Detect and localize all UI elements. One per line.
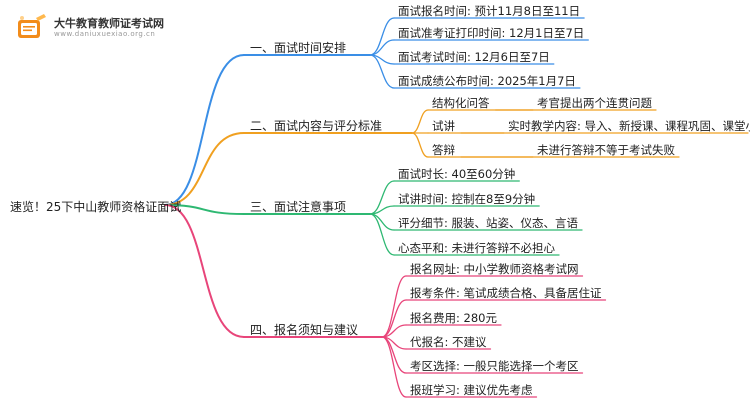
leaf-topic: 报考条件: 笔试成绩合格、具备居住证	[410, 286, 602, 300]
leaf-topic: 报名费用: 280元	[410, 311, 497, 325]
leaf-topic: 面试时长: 40至60分钟	[398, 167, 516, 181]
leaf-topic: 答辩	[432, 143, 455, 157]
brand-name: 大牛教育教师证考试网	[54, 17, 164, 30]
leaf-topic: 试讲时间: 控制在8至9分钟	[398, 192, 536, 206]
branch-to-leaf-curve	[381, 275, 407, 338]
branch-to-leaf-curve	[369, 39, 395, 56]
branch-topic: 三、面试注意事项	[250, 200, 347, 214]
leaf-topic: 报名网址: 中小学教师资格考试网	[410, 262, 579, 276]
root-to-branch-curve	[164, 132, 245, 206]
branch-topic: 一、面试时间安排	[250, 41, 347, 55]
leaf-topic: 代报名: 不建议	[410, 335, 487, 349]
branch-topic: 四、报名须知与建议	[250, 323, 359, 337]
leaf-topic: 面试准考证打印时间: 12月1日至7日	[398, 26, 585, 40]
leaf-topic: 评分细节: 服装、站姿、仪态、言语	[398, 216, 579, 230]
brand-url: www.daniuxuexiao.org.cn	[54, 30, 156, 38]
branch-to-leaf-curve	[369, 213, 395, 256]
branch-to-leaf-curve	[411, 132, 429, 158]
leaf-topic: 心态平和: 未进行答辩不必担心	[398, 241, 556, 255]
leaf-topic: 结构化问答	[432, 96, 490, 110]
leaf-topic: 考区选择: 一般只能选择一个考区	[410, 359, 579, 373]
root-topic: 速览！25下中山教师资格证面试	[10, 200, 182, 214]
branch-to-leaf-curve	[381, 299, 407, 338]
leaf-detail: 实时教学内容: 导入、新授课、课程巩固、课堂小结	[508, 119, 750, 133]
branch-to-leaf-curve	[369, 17, 395, 56]
branch-to-leaf-curve	[369, 54, 395, 89]
book-pencil-icon	[18, 14, 46, 38]
branch-topic: 二、面试内容与评分标准	[250, 119, 383, 133]
brand-logo: 大牛教育教师证考试网 www.daniuxuexiao.org.cn	[14, 12, 164, 44]
leaf-topic: 面试报名时间: 预计11月8日至11日	[398, 4, 581, 18]
leaf-detail: 考官提出两个连贯问题	[537, 96, 652, 110]
leaf-topic: 报班学习: 建议优先考虑	[410, 383, 533, 397]
branch-to-leaf-curve	[411, 109, 429, 134]
root-to-branch-curve	[164, 204, 245, 215]
root-to-branch-curve	[164, 54, 245, 206]
root-to-branch-curve	[164, 204, 245, 338]
leaf-detail: 未进行答辩不等于考试失败	[537, 143, 675, 157]
leaf-topic: 面试成绩公布时间: 2025年1月7日	[398, 74, 576, 88]
leaf-topic: 面试考试时间: 12月6日至7日	[398, 50, 550, 64]
branch-to-leaf-curve	[381, 336, 407, 398]
branch-to-leaf-curve	[369, 180, 395, 215]
leaf-topic: 试讲	[432, 119, 455, 133]
branch-to-leaf-curve	[369, 213, 395, 231]
